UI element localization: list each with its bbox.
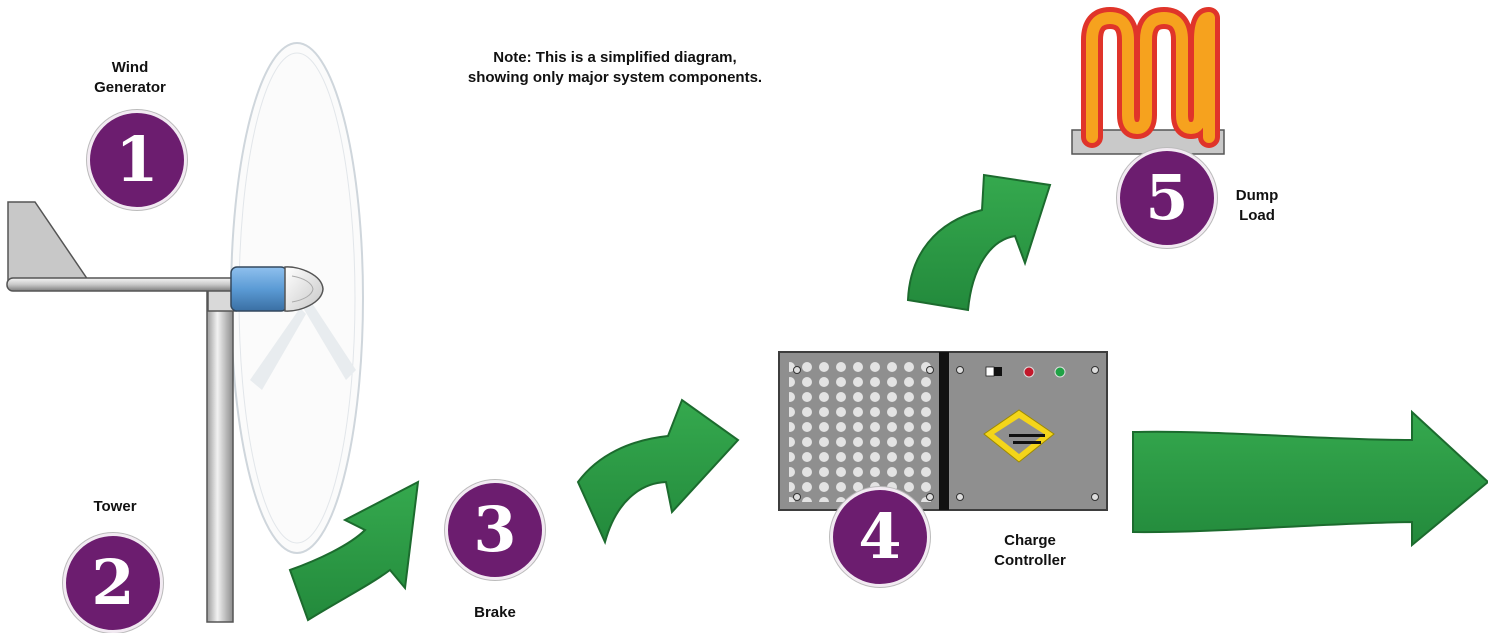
tower-label: Tower <box>93 498 137 515</box>
vent-grille <box>789 362 937 502</box>
component-number-2: 2 <box>63 533 163 633</box>
brand-logo-bar-2 <box>1013 441 1041 444</box>
blade-blur-1 <box>250 308 306 390</box>
note-line-1: Note: This is a simplified diagram, <box>493 49 737 66</box>
component-number-4: 4 <box>830 487 930 587</box>
label-line-2: Load <box>1239 207 1275 224</box>
controller-divider <box>939 352 949 510</box>
flow-arrow-icon <box>576 398 740 545</box>
label-line-1: Charge <box>1004 532 1056 549</box>
controller-screws <box>793 366 1099 501</box>
label-line-1: Dump <box>1235 187 1279 204</box>
wind-generator-label: Wind Generator <box>60 58 200 98</box>
dump-load-heater-icon <box>1071 7 1225 155</box>
blade-blur-2 <box>302 300 356 380</box>
switch-indicator-dark <box>994 367 1002 376</box>
generator-hub <box>230 266 288 312</box>
note-line-2: showing only major system components. <box>467 69 763 86</box>
diagram-note: Note: This is a simplified diagram, show… <box>395 48 835 88</box>
tail-boom <box>6 277 240 292</box>
component-number-3: 3 <box>445 480 545 580</box>
switch-indicator <box>985 366 995 377</box>
nose-cone <box>284 266 324 312</box>
label-line-2: Generator <box>94 79 166 96</box>
tail-fin <box>7 201 90 281</box>
flow-arrow-icon <box>906 173 1052 312</box>
flow-arrow-icon <box>288 480 420 622</box>
status-led-red <box>1023 366 1035 378</box>
tower-pole <box>206 291 234 623</box>
label-line-2: Controller <box>994 552 1066 569</box>
wind-turbine-icon <box>6 42 364 623</box>
status-led-green <box>1054 366 1066 378</box>
nose-cone-line <box>291 275 314 303</box>
brand-logo-bar-1 <box>1009 434 1045 437</box>
heater-coil <box>1086 12 1215 143</box>
brake-label: Brake <box>474 604 516 621</box>
dump-load-label: Dump Load <box>1212 186 1302 226</box>
charge-controller-label: Charge Controller <box>960 531 1100 571</box>
label-line-1: Wind <box>111 59 149 76</box>
charge-controller-icon <box>778 351 1108 511</box>
component-number-1: 1 <box>87 110 187 210</box>
flow-arrow-icon <box>1132 409 1488 548</box>
component-number-5: 5 <box>1117 148 1217 248</box>
